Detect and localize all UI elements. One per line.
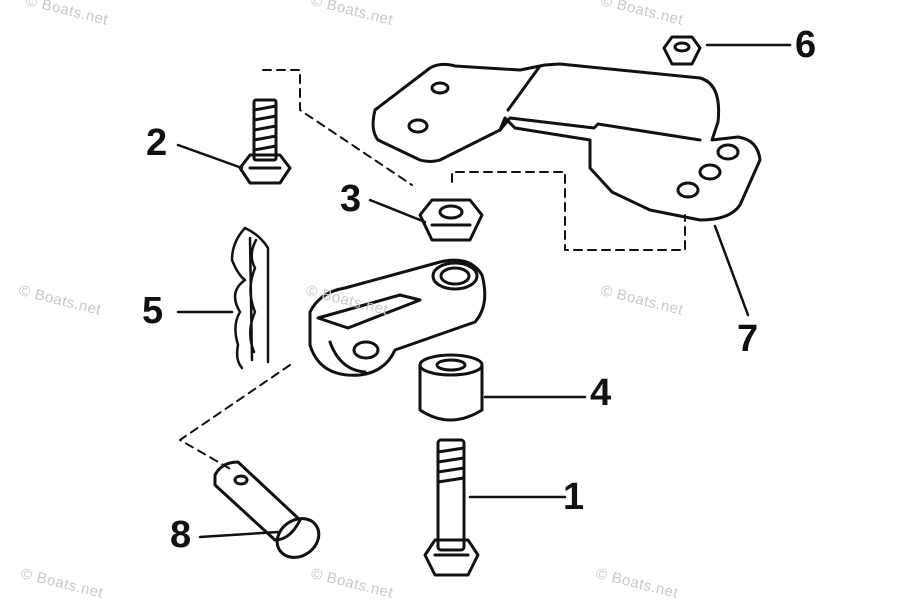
callout-8: 8: [170, 514, 192, 556]
callout-1: 1: [563, 476, 585, 518]
bolt-part-2: [238, 98, 292, 185]
assembly-dashed-lines: [179, 69, 686, 471]
callout-3: 3: [340, 178, 362, 220]
callout-7: 7: [737, 318, 759, 360]
clevis-pin-part-8: [213, 460, 321, 559]
bracket-part-7: [371, 62, 762, 222]
callout-6: 6: [795, 24, 817, 66]
hairpin-cotter-part-5: [230, 226, 270, 370]
nut-part-3: [418, 198, 484, 242]
nut-part-6: [662, 35, 702, 66]
callout-4: 4: [590, 372, 612, 414]
leader-lines: [176, 43, 792, 539]
spacer-part-4: [418, 353, 484, 422]
callout-5: 5: [142, 290, 164, 332]
bolt-part-1: [423, 438, 480, 577]
callout-2: 2: [146, 122, 168, 164]
clevis-yoke: [308, 258, 487, 377]
